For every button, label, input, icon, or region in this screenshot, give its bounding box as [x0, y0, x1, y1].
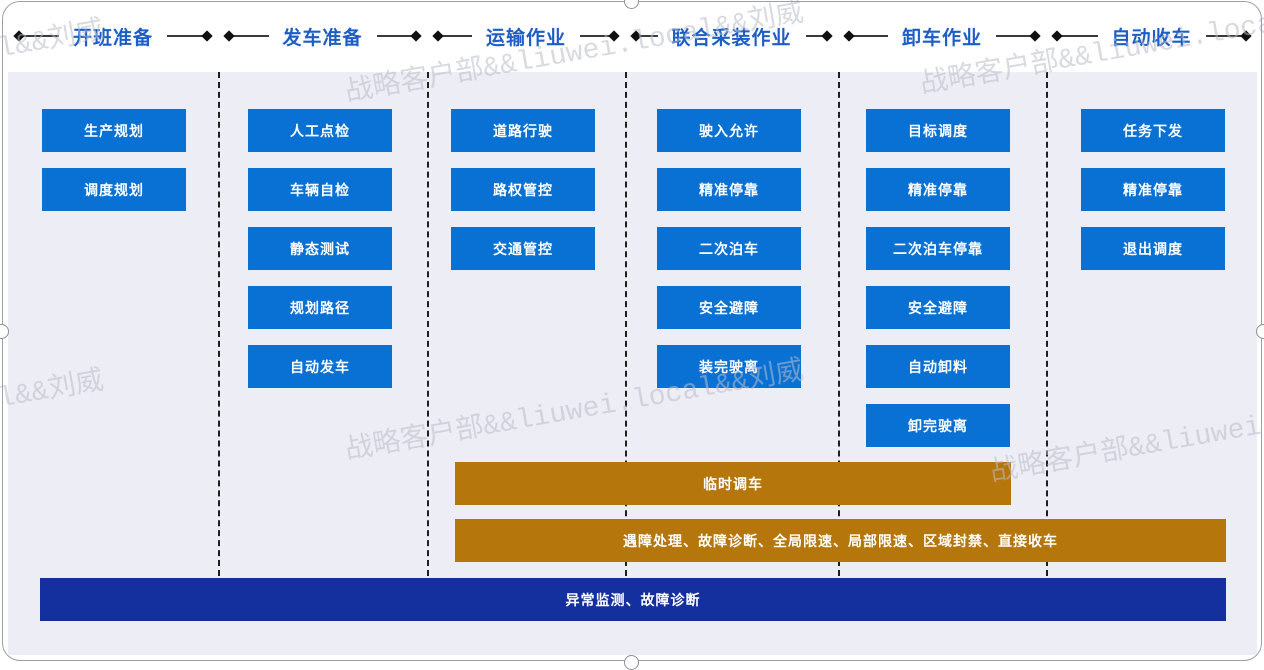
diamond-endpoint-icon — [821, 30, 833, 42]
task-box: 自动卸料 — [866, 345, 1010, 388]
task-box: 交通管控 — [451, 227, 595, 270]
stage-header-label: 开班准备 — [73, 27, 154, 49]
column-divider — [625, 72, 627, 576]
resize-handle-right[interactable] — [1256, 324, 1264, 339]
task-box: 规划路径 — [248, 286, 392, 329]
exception-handling-bar: 遇障处理、故障诊断、全局限速、局部限速、区域封禁、直接收车 — [455, 519, 1226, 562]
diamond-endpoint-icon — [223, 30, 235, 42]
temporary-dispatch-bar: 临时调车 — [455, 462, 1011, 505]
diamond-endpoint-icon — [1240, 30, 1252, 42]
header-line — [233, 35, 269, 37]
diamond-endpoint-icon — [1029, 30, 1041, 42]
column-divider — [427, 72, 429, 576]
task-box: 车辆自检 — [248, 168, 392, 211]
stage-header-label: 卸车作业 — [902, 27, 983, 49]
diamond-endpoint-icon — [432, 30, 444, 42]
stage-header-unloading: 卸车作业 — [838, 20, 1046, 52]
resize-handle-bottom[interactable] — [624, 655, 639, 670]
header-line — [996, 35, 1032, 37]
task-box: 退出调度 — [1081, 227, 1225, 270]
task-box: 二次泊车 — [657, 227, 801, 270]
task-box: 人工点检 — [248, 109, 392, 152]
header-line — [376, 35, 413, 37]
task-box: 目标调度 — [866, 109, 1010, 152]
task-box: 卸完驶离 — [866, 404, 1010, 447]
task-box: 道路行驶 — [451, 109, 595, 152]
task-box: 任务下发 — [1081, 109, 1225, 152]
header-line — [442, 35, 472, 37]
stage-header-transport: 运输作业 — [427, 20, 625, 52]
monitoring-diagnosis-bar: 异常监测、故障诊断 — [40, 578, 1226, 621]
diamond-endpoint-icon — [843, 30, 855, 42]
task-box: 路权管控 — [451, 168, 595, 211]
column-divider — [838, 72, 840, 576]
task-box: 静态测试 — [248, 227, 392, 270]
column-divider — [1046, 72, 1048, 576]
header-line — [580, 35, 611, 37]
diamond-endpoint-icon — [410, 30, 422, 42]
diamond-endpoint-icon — [13, 30, 25, 42]
task-box: 生产规划 — [42, 109, 186, 152]
header-line — [167, 35, 204, 37]
stage-header-auto-return: 自动收车 — [1046, 20, 1257, 52]
stage-header-shift-prep: 开班准备 — [8, 20, 218, 52]
task-box: 安全避障 — [866, 286, 1010, 329]
stage-header-departure-prep: 发车准备 — [218, 20, 427, 52]
stage-header-label: 发车准备 — [282, 27, 363, 49]
column-divider — [218, 72, 220, 576]
task-box: 调度规划 — [42, 168, 186, 211]
stage-header-label: 联合采装作业 — [671, 27, 792, 49]
header-line — [1061, 35, 1098, 37]
diamond-endpoint-icon — [1051, 30, 1063, 42]
header-line — [23, 35, 59, 37]
task-box: 精准停靠 — [657, 168, 801, 211]
diamond-endpoint-icon — [608, 30, 620, 42]
resize-handle-top[interactable] — [624, 0, 639, 9]
stage-header-label: 自动收车 — [1111, 27, 1192, 49]
diamond-endpoint-icon — [201, 30, 213, 42]
task-box: 精准停靠 — [1081, 168, 1225, 211]
stage-header-label: 运输作业 — [486, 27, 567, 49]
task-box: 装完驶离 — [657, 345, 801, 388]
diamond-endpoint-icon — [630, 30, 642, 42]
stage-header-joint-loading: 联合采装作业 — [625, 20, 838, 52]
header-line — [640, 35, 658, 37]
task-box: 二次泊车停靠 — [866, 227, 1010, 270]
header-line — [805, 35, 824, 37]
header-line — [1205, 35, 1243, 37]
task-box: 驶入允许 — [657, 109, 801, 152]
task-box: 精准停靠 — [866, 168, 1010, 211]
task-box: 自动发车 — [248, 345, 392, 388]
header-line — [853, 35, 888, 37]
content-background — [8, 72, 1257, 655]
task-box: 安全避障 — [657, 286, 801, 329]
